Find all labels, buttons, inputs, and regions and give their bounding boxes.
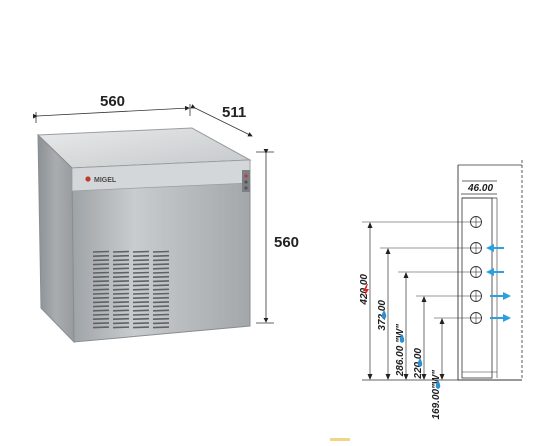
height-value-label: 286.00 "W" (395, 324, 406, 378)
height-dimension-5: 169.00"W" (431, 318, 445, 420)
flow-arrow-left (486, 244, 504, 252)
flow-arrows (486, 244, 511, 322)
vent-grille (92, 250, 170, 329)
water-drop-icon (399, 334, 405, 343)
logo-mark (85, 176, 91, 182)
flow-arrow-right (490, 292, 511, 300)
width-dimension: 560 (32, 93, 191, 123)
water-drop-icon (417, 358, 423, 367)
extension-lines (362, 221, 470, 319)
height-value-label: 169.00"W" (431, 370, 442, 420)
height-dimension-1: 420.00 (359, 222, 373, 380)
height-dimension-4: 220.00 (413, 296, 427, 380)
width-label: 560 (100, 93, 125, 110)
flow-arrow-left (486, 268, 504, 276)
height-dimension: 560 (256, 149, 299, 324)
flow-arrow-right (490, 314, 511, 322)
depth-label: 511 (222, 104, 246, 121)
connection-ports (470, 216, 482, 324)
decorative-mark (330, 438, 350, 441)
height-label: 560 (274, 234, 299, 251)
brand-logo: MIGEL (94, 177, 117, 184)
height-dimension-3: 286.00 "W" (395, 272, 409, 380)
height-dimensions: 420.00 372.00 286.00 "W" 220.00 169.00"W" (359, 222, 445, 420)
water-drop-icon (435, 380, 441, 389)
depth-dimension: 511 (190, 104, 253, 137)
lightning-icon (363, 284, 369, 297)
height-dimension-2: 372.00 (377, 248, 391, 380)
rear-connection-view: 46.00 420.00 372.00 286.00 "W" 220.00 169.00… (359, 160, 523, 420)
ice-machine-illustration: MIGEL (36, 127, 252, 344)
water-drop-icon (381, 310, 387, 319)
offset-label: 46.00 (467, 183, 493, 194)
